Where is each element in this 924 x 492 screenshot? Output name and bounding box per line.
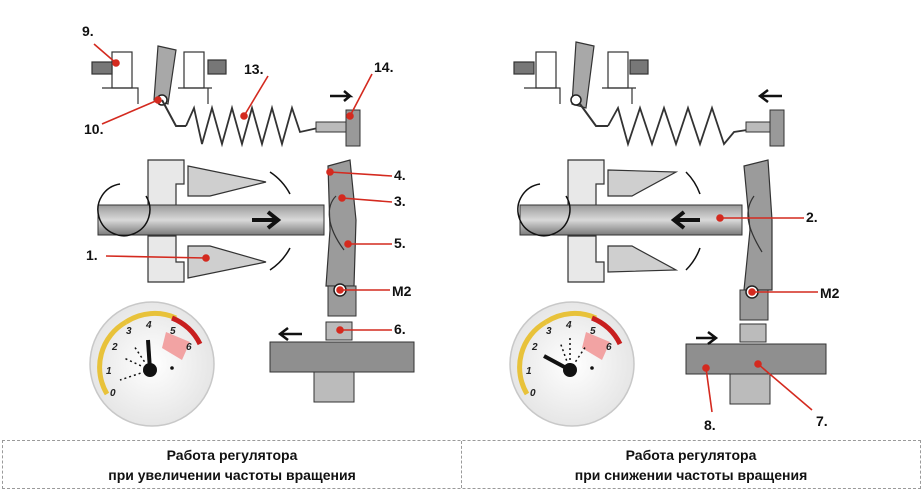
- caption-line: Работа регулятора: [625, 446, 757, 463]
- collar: [739, 323, 767, 343]
- drive-shaft: [97, 204, 325, 236]
- arrow-left-icon: [277, 327, 302, 341]
- caption-table: Работа регулятора при увеличении частоты…: [2, 440, 921, 489]
- tick-label: 6: [606, 342, 612, 353]
- tachometer-gauge: 0 1 2 3 4 5 6: [89, 301, 215, 427]
- panel-increase: 0 1 2 3 4 5 6: [82, 23, 415, 427]
- tick-label: 6: [186, 342, 192, 353]
- top-bracket-assembly: [91, 51, 227, 104]
- label-6: 6.: [394, 321, 406, 337]
- tick-label: 0: [530, 388, 536, 399]
- tick-label: 2: [111, 342, 118, 353]
- arrow-right-icon: [696, 331, 719, 345]
- caption-line: при снижении частоты вращения: [574, 466, 808, 483]
- gauge-ticks: 0 1 2 3 4 5 6: [526, 320, 612, 399]
- gauge-redzone: [171, 315, 203, 346]
- flyweight-housing: [567, 159, 701, 283]
- caption-line: Работа регулятора: [166, 446, 298, 463]
- label-7: 7.: [816, 413, 828, 429]
- top-bracket-assembly: [513, 51, 649, 104]
- control-lever: [743, 159, 773, 291]
- caption-line: при увеличении частоты вращения: [108, 466, 356, 483]
- gauge-ticks: 0 1 2 3 4 5 6: [106, 320, 192, 399]
- label-9: 9.: [82, 23, 94, 39]
- stop-14: [769, 109, 785, 147]
- tick-label: 0: [110, 388, 116, 399]
- flyweight-upper: [187, 165, 267, 197]
- label-4: 4.: [394, 167, 406, 183]
- flyweight-upper: [607, 169, 679, 197]
- tick-label: 4: [145, 320, 152, 331]
- tick-label: 2: [531, 342, 538, 353]
- rack-6: [269, 341, 415, 373]
- label-10: 10.: [84, 121, 103, 137]
- drive-shaft: [519, 204, 743, 236]
- tachometer-gauge: 0 1 2 3 4 5 6: [509, 301, 635, 427]
- flyweight-lower: [607, 245, 679, 273]
- label-3: 3.: [394, 193, 406, 209]
- arrow-right-icon: [330, 90, 354, 102]
- panel-decrease: 0 1 2 3 4 5 6 2. M2 8. 7.: [509, 41, 840, 433]
- label-13: 13.: [244, 61, 263, 77]
- gauge-redzone: [591, 315, 623, 346]
- label-m2: M2: [820, 285, 840, 301]
- arrow-left-icon: [757, 89, 782, 103]
- governor-diagram: 0 1 2 3 4 5 6: [82, 23, 840, 433]
- arrow-left-icon: [670, 210, 700, 230]
- tick-label: 5: [590, 326, 596, 337]
- pivot-icon: [570, 94, 582, 106]
- arrow-right-icon: [252, 210, 282, 230]
- spring-13: [185, 104, 319, 148]
- tick-label: 1: [526, 366, 532, 377]
- label-8: 8.: [704, 417, 716, 433]
- spring-rod: [745, 121, 773, 133]
- tick-label: 3: [546, 326, 552, 337]
- label-1: 1.: [86, 247, 98, 263]
- label-2: 2.: [806, 209, 818, 225]
- flyweight-lower: [187, 245, 267, 279]
- label-14: 14.: [374, 59, 393, 75]
- tick-label: 3: [126, 326, 132, 337]
- caption-increase: Работа регулятора при увеличении частоты…: [3, 441, 461, 488]
- spring-13: [607, 105, 761, 148]
- spring-rod: [315, 121, 349, 133]
- lever-10: [153, 45, 177, 105]
- label-m2: M2: [392, 283, 412, 299]
- tick-label: 4: [565, 320, 572, 331]
- label-5: 5.: [394, 235, 406, 251]
- tick-label: 5: [170, 326, 176, 337]
- caption-decrease: Работа регулятора при снижении частоты в…: [461, 441, 920, 488]
- flyweight-housing: [147, 159, 291, 283]
- lever-10: [571, 41, 595, 109]
- tick-label: 1: [106, 366, 112, 377]
